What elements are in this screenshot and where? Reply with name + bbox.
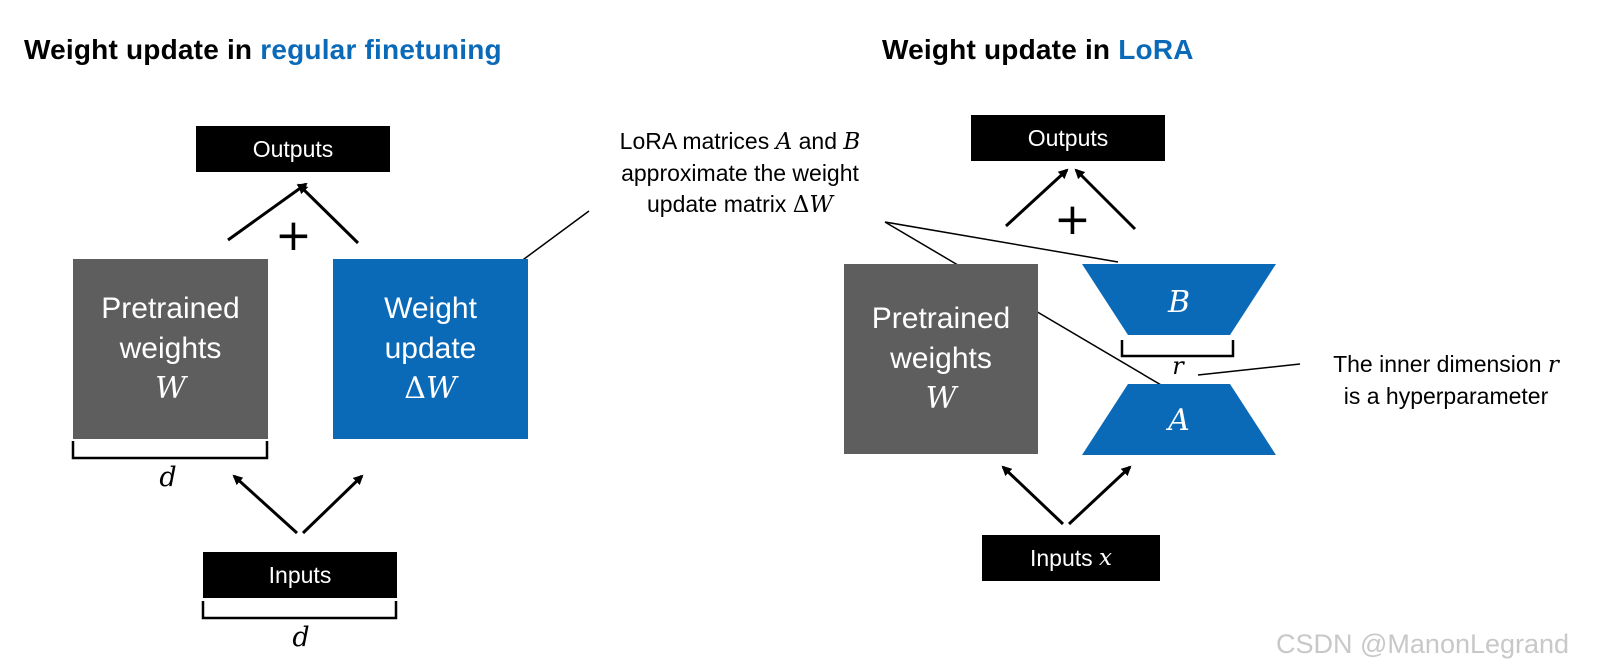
left-outputs-box: Outputs: [196, 126, 390, 172]
left-dimension-label-inputs: d: [281, 622, 321, 653]
matrix-b-symbol: B: [1167, 285, 1191, 320]
left-pretrained-symbol: W: [155, 371, 186, 406]
rank-note-text: The inner dimension r is a hyperparamete…: [1303, 349, 1589, 412]
lora-callout-text: LoRA matrices A and B approximate the we…: [585, 126, 895, 221]
rank-symbol: r: [1172, 352, 1184, 380]
right-panel-title: Weight update in LoRA: [882, 34, 1194, 66]
rank-note-line2: is a hyperparameter: [1343, 383, 1549, 409]
right-pretrained-weights-box: Pretrained weights W: [844, 264, 1038, 454]
matrix-b-trapezoid: [1082, 264, 1276, 335]
callout-line2: approximate the weight: [621, 160, 859, 186]
rank-label: r: [1158, 352, 1198, 380]
left-panel-title: Weight update in regular finetuning: [24, 34, 502, 66]
arrow-right-lora-to-outputs: [1074, 168, 1137, 231]
arrow-update-to-outputs: [297, 183, 360, 245]
left-inputs-label: Inputs: [268, 561, 332, 588]
callout-line1: LoRA matrices A and B: [585, 126, 895, 158]
left-dimension-label-weights: d: [148, 462, 188, 493]
arrow-right-inputs-to-pretrained: [1001, 465, 1065, 526]
weight-update-symbol: ΔW: [404, 369, 457, 409]
matrix-b-label: B: [1149, 285, 1209, 320]
left-title-highlight: regular finetuning: [260, 34, 502, 65]
callout-pointer-b: [884, 221, 1119, 263]
callout-line3: update matrix ΔW: [585, 189, 895, 221]
right-inputs-label: Inputs: [1029, 544, 1093, 571]
weight-update-w: W: [425, 371, 457, 406]
callout-matrix-a: A: [775, 129, 793, 155]
rank-bracket: [1120, 340, 1235, 358]
rank-note-line1: The inner dimension r: [1303, 349, 1589, 381]
rank-note-symbol: r: [1547, 352, 1559, 378]
callout-delta: Δ: [792, 192, 810, 218]
weight-update-line2: update: [384, 332, 477, 365]
weight-update-delta: Δ: [404, 371, 426, 406]
arrow-right-pretrained-to-outputs: [1004, 168, 1069, 228]
right-title-prefix: Weight update in: [882, 34, 1119, 65]
right-outputs-box: Outputs: [971, 115, 1165, 161]
right-pretrained-symbol: W: [925, 381, 957, 416]
callout-pointer-update: [519, 210, 590, 263]
left-dimension-d-weights: d: [159, 462, 177, 493]
right-plus-symbol: +: [1054, 194, 1091, 245]
callout-line3-prefix: update matrix: [646, 191, 793, 217]
arrow-pretrained-to-outputs: [227, 182, 308, 242]
left-pretrained-weights-box: Pretrained weights W: [73, 259, 268, 439]
left-outputs-label: Outputs: [252, 135, 334, 162]
dimension-bracket-inputs: [201, 601, 398, 620]
right-plus-sign: +: [1054, 198, 1091, 242]
callout-line1-prefix: LoRA matrices: [619, 128, 776, 154]
right-inputs-symbol: x: [1099, 545, 1113, 571]
right-title-highlight: LoRA: [1118, 34, 1194, 65]
rank-note-pointer: [1197, 363, 1301, 376]
left-title-prefix: Weight update in: [24, 34, 261, 65]
matrix-a-label: A: [1149, 403, 1209, 438]
callout-matrix-b: B: [843, 129, 861, 155]
matrix-a-trapezoid: [1082, 384, 1276, 455]
watermark: CSDN @ManonLegrand: [1276, 629, 1569, 660]
left-plus-sign: +: [275, 214, 312, 258]
callout-symbol-w: W: [809, 192, 833, 218]
callout-line1-and: and: [792, 128, 844, 154]
arrow-right-inputs-to-lora: [1067, 465, 1132, 526]
right-pretrained-line2: weights: [890, 342, 992, 375]
matrix-a-symbol: A: [1168, 403, 1190, 438]
left-pretrained-line2: weights: [119, 332, 222, 365]
right-inputs-box: Inputs x: [982, 535, 1160, 581]
left-inputs-box: Inputs: [203, 552, 397, 598]
arrow-inputs-to-pretrained: [232, 474, 299, 535]
rank-note-line1-prefix: The inner dimension: [1333, 351, 1548, 377]
weight-update-box: Weight update ΔW: [333, 259, 528, 439]
dimension-bracket-weights: [71, 441, 269, 460]
right-outputs-label: Outputs: [1027, 124, 1109, 151]
right-pretrained-line1: Pretrained: [871, 302, 1011, 335]
watermark-text: CSDN @ManonLegrand: [1276, 629, 1570, 659]
left-pretrained-line1: Pretrained: [101, 292, 240, 325]
arrow-inputs-to-update: [301, 474, 364, 535]
left-dimension-d-inputs: d: [292, 622, 310, 653]
left-plus-symbol: +: [275, 210, 312, 261]
weight-update-line1: Weight: [384, 292, 477, 325]
